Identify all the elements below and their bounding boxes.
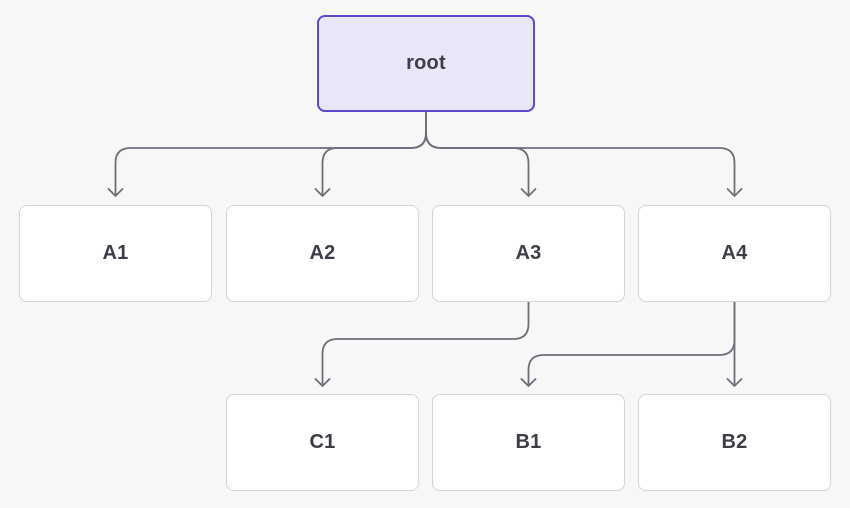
node-b2[interactable]: B2 <box>638 394 831 491</box>
edge-root-a3 <box>425 111 530 195</box>
edge-root-a1 <box>114 111 427 195</box>
node-a3[interactable]: A3 <box>432 205 625 302</box>
edge-a4-b1 <box>527 301 736 385</box>
node-a1[interactable]: A1 <box>19 205 212 302</box>
node-a4-label: A4 <box>721 242 748 264</box>
arrowhead-a4 <box>726 188 743 197</box>
arrowhead-b2 <box>726 378 743 387</box>
node-a1-label: A1 <box>102 242 129 264</box>
node-root-label: root <box>406 52 446 74</box>
node-b2-label: B2 <box>721 431 748 453</box>
node-a2-label: A2 <box>309 242 336 264</box>
node-a3-label: A3 <box>515 242 542 264</box>
arrowhead-b1 <box>520 378 537 387</box>
arrowhead-c1 <box>314 378 331 387</box>
node-c1-label: C1 <box>309 431 336 453</box>
node-a2[interactable]: A2 <box>226 205 419 302</box>
edge-root-a2 <box>321 111 427 195</box>
node-a4[interactable]: A4 <box>638 205 831 302</box>
edge-root-a4 <box>425 111 736 195</box>
arrowhead-a2 <box>314 188 331 197</box>
arrowhead-a1 <box>107 188 124 197</box>
arrowhead-a3 <box>520 188 537 197</box>
node-c1[interactable]: C1 <box>226 394 419 491</box>
node-b1-label: B1 <box>515 431 542 453</box>
edge-a3-c1 <box>321 301 530 385</box>
node-root[interactable]: root <box>317 15 535 112</box>
node-b1[interactable]: B1 <box>432 394 625 491</box>
